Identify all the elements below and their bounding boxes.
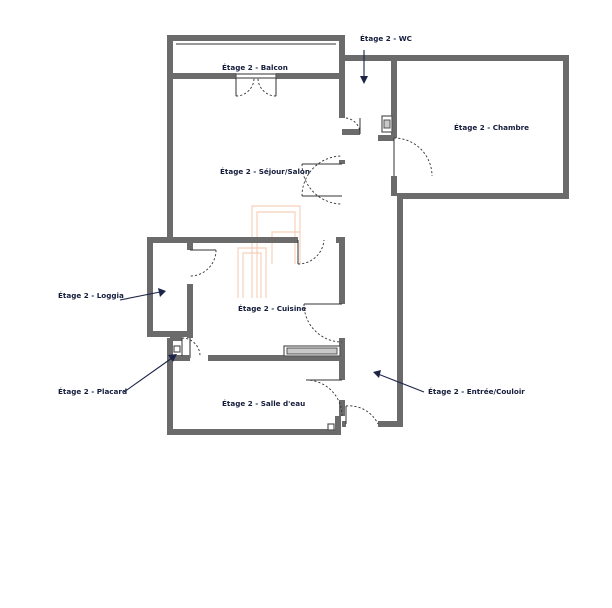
label-cuisine: Étage 2 - Cuisine <box>238 304 306 313</box>
label-balcon: Étage 2 - Balcon <box>222 63 288 72</box>
kitchen-counter-top <box>286 347 338 355</box>
wall-left-block <box>167 35 345 240</box>
shower-drain <box>327 423 335 431</box>
fixtures <box>173 115 393 431</box>
wall-lower-block <box>167 338 341 435</box>
wall-loggia <box>147 237 190 337</box>
arrow-entree <box>377 373 425 393</box>
wall-sejour-cuisine-right <box>336 237 345 304</box>
inner-walls <box>170 43 397 427</box>
watermark-logo <box>237 205 301 298</box>
wc-toilet-bowl <box>383 119 391 129</box>
room-labels: Étage 2 - WC Étage 2 - Balcon Étage 2 - … <box>58 34 529 408</box>
label-wc: Étage 2 - WC <box>360 34 412 43</box>
wall-chambre-block <box>378 55 569 427</box>
label-entree: Étage 2 - Entrée/Couloir <box>428 387 525 396</box>
arrow-placard <box>123 357 173 393</box>
label-arrows <box>119 50 425 393</box>
label-placard: Étage 2 - Placard <box>58 387 127 396</box>
label-chambre: Étage 2 - Chambre <box>454 123 529 132</box>
placard-shelf <box>173 345 181 353</box>
outer-walls <box>147 35 569 435</box>
doors <box>181 77 433 425</box>
label-salle-eau: Étage 2 - Salle d'eau <box>222 399 305 408</box>
arrow-loggia <box>119 291 161 301</box>
label-sejour: Étage 2 - Séjour/Salon <box>220 167 310 176</box>
label-loggia: Étage 2 - Loggia <box>58 291 124 300</box>
